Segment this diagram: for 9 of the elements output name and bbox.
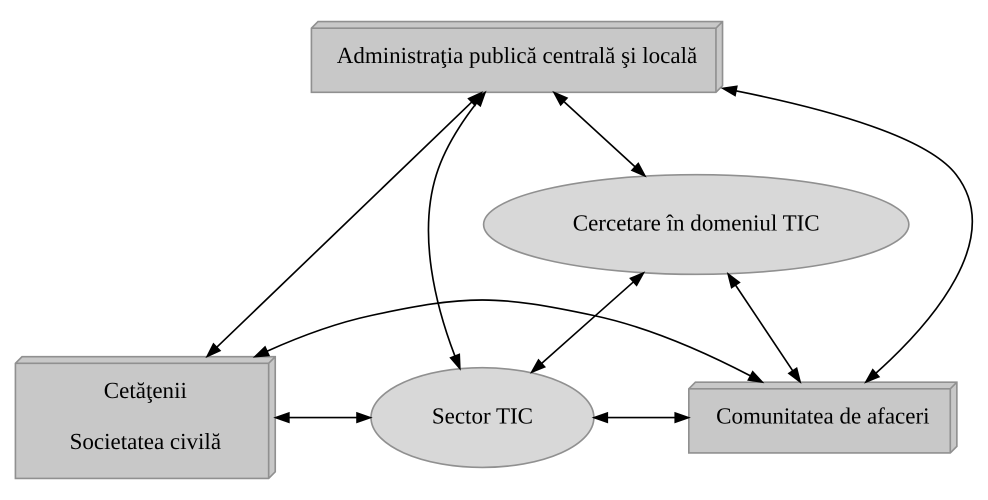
node-ellipse: Cercetare în domeniul TIC	[482, 174, 910, 276]
arrow	[720, 85, 973, 384]
arrow	[552, 90, 647, 178]
node-ellipse: Sector TIC	[370, 366, 595, 468]
arrow	[273, 412, 373, 424]
arrow	[726, 272, 802, 384]
arrow	[252, 299, 764, 384]
arrow	[592, 412, 691, 424]
arrow	[530, 271, 646, 374]
